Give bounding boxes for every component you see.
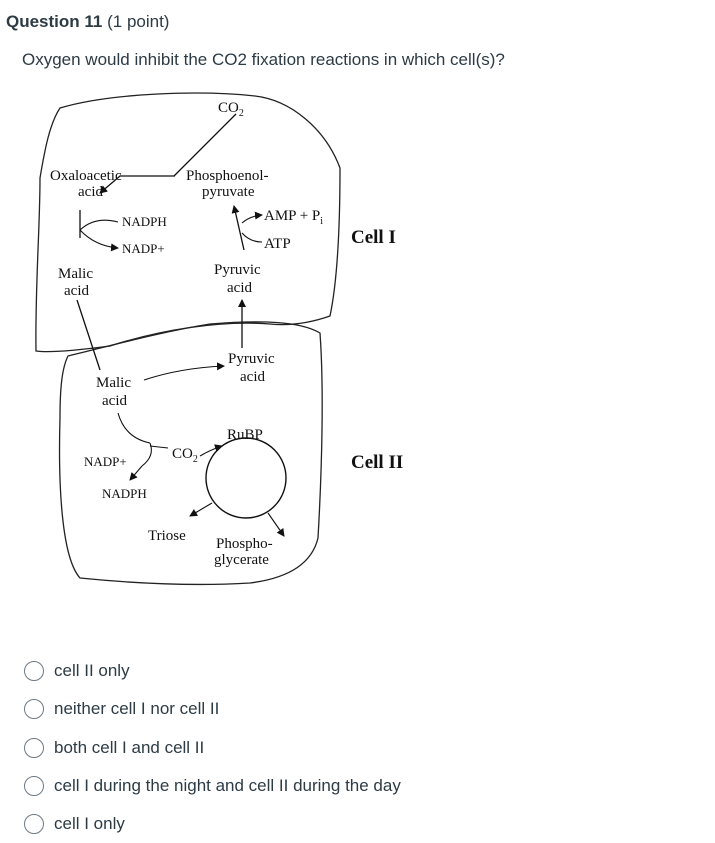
answer-option-1[interactable]: cell II only <box>24 652 401 690</box>
answer-option-4[interactable]: cell I during the night and cell II duri… <box>24 767 401 805</box>
pep-label-2: pyruvate <box>202 184 255 200</box>
answer-option-2[interactable]: neither cell I nor cell II <box>24 690 401 728</box>
pga-arrow <box>267 512 285 537</box>
pyruvate-to-pep-arrow <box>231 205 245 251</box>
radio-button[interactable] <box>24 814 44 835</box>
radio-button[interactable] <box>24 737 44 758</box>
pga-label-2: glycerate <box>214 552 269 568</box>
nadp-branch <box>141 442 152 467</box>
c4-pathway-diagram: CO2 Oxaloacetic acid Phosphoenol- pyruva… <box>0 88 430 593</box>
atp-curve <box>241 232 263 243</box>
malic-label-2a: Malic <box>96 375 131 391</box>
co2-branch <box>149 445 169 449</box>
malic-label-1b: acid <box>64 283 89 299</box>
answer-option-5[interactable]: cell I only <box>24 805 401 843</box>
answer-label: cell II only <box>54 661 130 681</box>
pga-label-1: Phospho- <box>216 536 273 552</box>
pyruvic-label-1b: acid <box>227 280 252 296</box>
pep-label-1: Phosphoenol- <box>186 168 269 184</box>
nadph-curve <box>79 219 119 231</box>
oxaloacetic-label-1: Oxaloacetic <box>50 168 122 184</box>
oxaloacetic-label-2: acid <box>78 184 103 200</box>
co2-to-cycle-arrow <box>199 444 223 457</box>
malic-label-1a: Malic <box>58 266 93 282</box>
malate-to-pyruvate-arrow <box>143 362 225 381</box>
nadp-curve <box>79 229 119 252</box>
question-text: Oxygen would inhibit the CO2 fixation re… <box>22 50 505 69</box>
answer-label: cell I only <box>54 814 125 834</box>
question-title: Question 11 <box>6 12 103 31</box>
co2-label: CO2 <box>218 100 244 119</box>
triose-arrow <box>189 502 213 517</box>
answer-label: neither cell I nor cell II <box>54 699 220 719</box>
answer-label: cell I during the night and cell II duri… <box>54 776 401 796</box>
malic-label-2b: acid <box>102 393 127 409</box>
co2-arrow <box>173 113 237 177</box>
cell-1-label: Cell I <box>351 227 396 248</box>
pyruvic-label-2a: Pyruvic <box>228 351 275 367</box>
atp-label: ATP <box>264 236 291 252</box>
triose-label: Triose <box>148 528 186 544</box>
radio-button[interactable] <box>24 661 44 682</box>
radio-button[interactable] <box>24 776 44 797</box>
pep-to-oaa-arrow <box>99 175 175 194</box>
amp-curve <box>241 211 263 224</box>
answer-label: both cell I and cell II <box>54 737 205 757</box>
co2-label-2: CO2 <box>172 446 198 465</box>
nadph-label-1: NADPH <box>122 214 167 229</box>
question-header: Question 11 (1 point) <box>6 12 169 32</box>
pyruvic-label-2b: acid <box>240 369 265 385</box>
radio-button[interactable] <box>24 699 44 720</box>
cell-2-label: Cell II <box>351 452 403 473</box>
nadph-arrow <box>129 465 143 481</box>
question-points: (1 point) <box>107 12 170 31</box>
answer-option-3[interactable]: both cell I and cell II <box>24 729 401 767</box>
malate-transport-line <box>76 299 101 371</box>
nadph-label-2: NADPH <box>102 486 147 501</box>
amp-pi-label: AMP + Pi <box>264 208 323 227</box>
decarboxylation-line <box>117 412 151 444</box>
cell-1-outline <box>35 92 341 353</box>
cell-2-outline <box>58 321 323 586</box>
calvin-cycle-circle <box>205 437 287 519</box>
pyruvic-label-1a: Pyruvic <box>214 262 261 278</box>
nadp-label-2: NADP+ <box>84 454 127 469</box>
answer-list: cell II only neither cell I nor cell II … <box>24 652 401 843</box>
nadp-label-1: NADP+ <box>122 241 165 256</box>
